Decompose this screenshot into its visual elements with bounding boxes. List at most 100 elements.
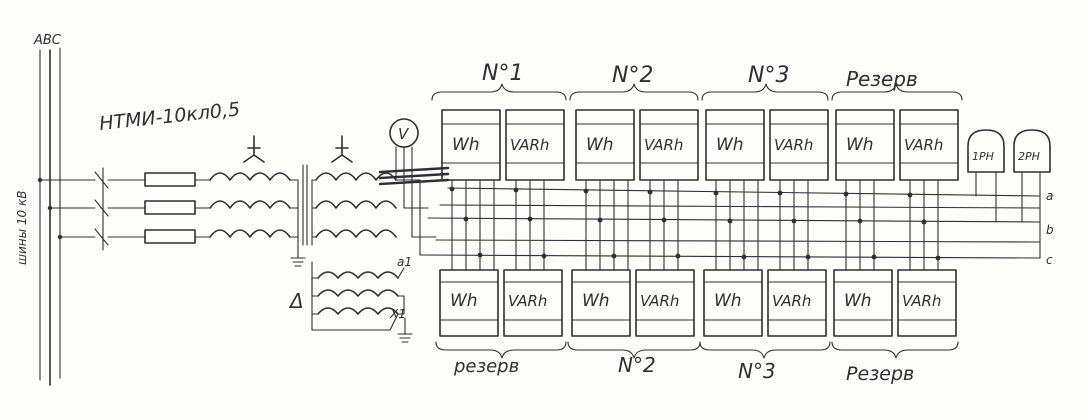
secondary-leads [395,179,437,256]
bottom-group-3-label: N°3 [738,359,776,383]
relay-label: 1PH [972,150,994,163]
meter-top-2: VARh [505,109,565,181]
group-1-label: N°1 [482,61,523,86]
secondary-winding-a [315,172,397,181]
meter-bottom-5: Wh [703,269,763,337]
brace-group-3 [701,83,829,101]
meter-box [639,109,699,181]
delta-leads [311,261,405,331]
disconnector [94,167,109,251]
brace-bottom-reserve-1 [435,341,567,359]
meter-top-4: VARh [639,109,699,181]
meter-box [575,109,635,181]
meter-bottom-2: VARh [503,269,563,337]
relay-2ph: 2PH [1013,129,1051,259]
bus-label: шины 10 кВ [15,191,29,265]
meter-label: VARh [772,292,811,310]
terminal-a1: a1 [397,255,412,269]
meter-bottom-1: Wh [439,269,499,337]
meter-label: VARh [644,136,683,154]
meter-bottom-8: VARh [897,269,957,337]
meter-box [635,269,695,337]
bus-phase-c: c [1046,253,1053,267]
secondary-bus-bold [378,166,450,186]
meter-label: Wh [714,291,742,311]
disconnector-leads [107,179,146,238]
fuse-leads [194,179,211,238]
relay-body [1013,129,1051,173]
primary-neutral [289,179,299,246]
meter-bottom-3: Wh [571,269,631,337]
relay-leads [975,171,997,223]
group-2-label: N°2 [612,63,653,88]
relay-label: 2PH [1018,150,1040,163]
primary-ground [290,244,306,267]
delta-winding-2 [317,289,399,297]
meter-box [703,269,763,337]
meter-label: VARh [510,136,549,154]
group-reserve-label: Резерв [846,67,918,91]
node [47,205,53,211]
bus-phase-b: b [1046,223,1054,237]
relay-1ph: 1PH [967,129,1005,223]
meter-label: VARh [640,292,679,310]
primary-winding-b [209,200,291,209]
delta-ground [397,317,413,343]
secondary-winding-b [315,200,397,209]
meter-box [835,109,895,181]
meter-top-3: Wh [575,109,635,181]
bus-phase-a: a [1046,189,1053,203]
bus-line-b [427,217,1041,223]
delta-winding-1 [317,271,399,279]
brace-bottom-reserve-2 [831,341,959,359]
meter-label: Wh [450,291,478,311]
bus-line-aux [435,204,1041,243]
terminal-x1: X1 [389,307,406,321]
meter-box [571,269,631,337]
brace-bottom-group-3 [699,341,831,359]
secondary-winding-c [315,229,397,238]
meter-label: Wh [844,291,872,311]
open-delta-symbol: Δ [288,289,304,313]
meter-top-6: VARh [769,109,829,181]
bottom-reserve-1-label: резерв [453,356,519,377]
node [37,177,43,183]
meter-box [833,269,893,337]
bottom-meter-row: Wh VARh Wh VARh Wh VARh [439,269,957,337]
meter-top-7: Wh [835,109,895,181]
meter-box [503,269,563,337]
relay-leads [1021,171,1041,259]
meter-label: VARh [508,292,547,310]
meter-label: Wh [582,291,610,311]
meter-label: Wh [846,135,874,155]
meter-bottom-6: VARh [767,269,827,337]
primary-phase-label: ABC [33,33,62,48]
brace-group-reserve [831,83,963,101]
fuse-b [144,200,196,215]
meter-box [441,109,501,181]
primary-winding-a [209,172,291,181]
meter-bottom-4: VARh [635,269,695,337]
meter-box [897,269,957,337]
delta-winding-3 [317,307,399,315]
meter-label: Wh [452,135,480,155]
fuse-c [144,229,196,244]
voltmeter-symbol: V [398,125,410,143]
transformer-label: НТМИ-10кл0,5 [98,98,241,135]
meter-bottom-7: Wh [833,269,893,337]
primary-winding-c [209,229,291,238]
meter-top-8: VARh [899,109,959,181]
top-meter-row: Wh VARh Wh VARh Wh VARh [441,109,959,181]
fuse-a [144,172,196,187]
transformer-core [302,164,308,246]
bottom-reserve-2-label: Резерв [846,363,914,385]
meter-box [767,269,827,337]
meter-box [705,109,765,181]
meter-top-5: Wh [705,109,765,181]
meter-label: VARh [774,136,813,154]
star-symbol-primary [243,135,265,163]
brace-group-2 [569,83,699,101]
secondary-neutral [311,179,317,246]
